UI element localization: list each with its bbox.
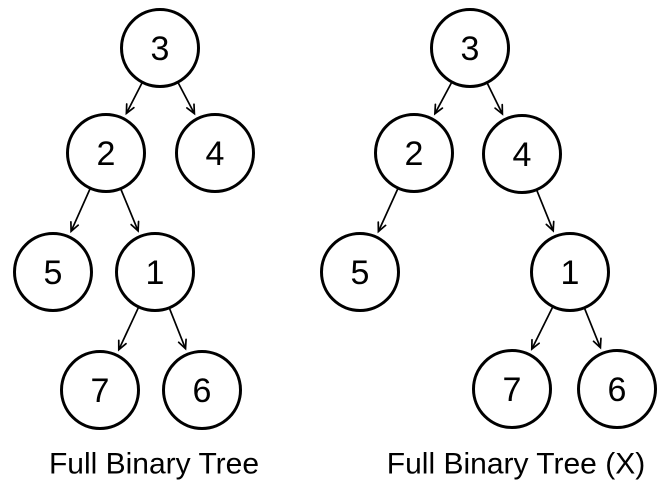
edge-3-to-2	[125, 82, 143, 116]
tree-node-circle-3	[430, 8, 510, 88]
tree-node-value: 7	[91, 372, 110, 410]
tree-node-value: 4	[513, 136, 532, 174]
tree-node-value: 5	[44, 254, 63, 292]
tree-node-value: 4	[206, 135, 225, 173]
edge-1-to-7	[530, 307, 554, 351]
tree-node-circle-1	[115, 232, 195, 312]
tree-node-value: 3	[151, 30, 170, 68]
tree-node-circle-2	[66, 113, 146, 193]
tree-node-circle-5	[320, 232, 400, 312]
tree-caption: Full Binary Tree	[49, 448, 259, 481]
edge-3-to-4	[486, 83, 504, 116]
tree-caption: Full Binary Tree (X)	[387, 448, 645, 481]
tree-node-circle-7	[60, 350, 140, 430]
edge-1-to-7	[117, 307, 140, 352]
edge-2-to-1	[120, 189, 140, 233]
tree-node-value: 1	[561, 254, 580, 292]
tree-node-value: 5	[351, 254, 370, 292]
edge-3-to-4	[177, 82, 196, 116]
tree-node-circle-6	[162, 350, 242, 430]
tree-node-value: 7	[503, 371, 522, 409]
edge-2-to-5	[70, 188, 91, 234]
edge-2-to-5	[377, 188, 399, 234]
tree-node-value: 2	[97, 135, 116, 173]
tree-node-circle-6	[577, 349, 657, 429]
tree-node-circle-2	[374, 113, 454, 193]
tree-node-circle-1	[530, 232, 610, 312]
tree-node-value: 6	[608, 371, 627, 409]
edge-1-to-6	[583, 308, 602, 350]
tree-node-value: 1	[146, 254, 165, 292]
tree-node-value: 6	[193, 372, 212, 410]
edge-3-to-2	[433, 82, 453, 116]
edge-4-to-1	[536, 190, 555, 233]
tree-node-value: 2	[405, 135, 424, 173]
tree-node-circle-7	[472, 349, 552, 429]
tree-node-circle-3	[120, 8, 200, 88]
edge-1-to-6	[168, 308, 187, 351]
tree-node-circle-5	[13, 232, 93, 312]
tree-node-value: 3	[461, 30, 480, 68]
tree-node-circle-4	[482, 114, 562, 194]
tree-node-circle-4	[175, 113, 255, 193]
